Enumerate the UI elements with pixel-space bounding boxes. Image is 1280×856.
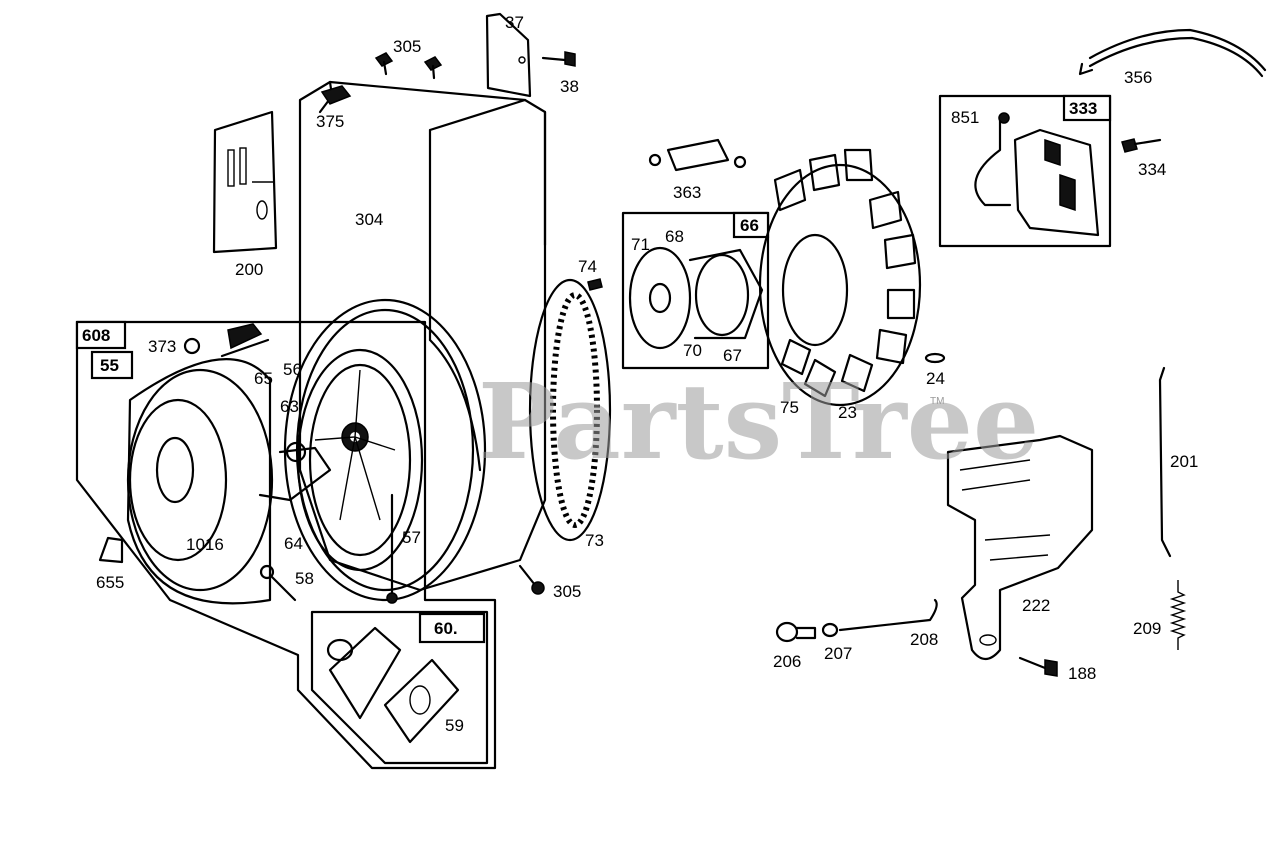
- label-356: 356: [1124, 68, 1152, 87]
- clutch-assembly-66: [621, 211, 770, 370]
- clip-373: [183, 323, 270, 358]
- link-201: [1158, 366, 1172, 558]
- key-24: [924, 352, 946, 364]
- label-73: 73: [585, 531, 604, 550]
- label-200: 200: [235, 260, 263, 279]
- label-375: 375: [316, 112, 344, 131]
- label-67: 67: [723, 346, 742, 365]
- label-304: 304: [355, 210, 383, 229]
- label-334: 334: [1138, 160, 1166, 179]
- starter-assembly-608: [75, 320, 497, 770]
- label-851: 851: [951, 108, 979, 127]
- label-363: 363: [673, 183, 701, 202]
- label-209: 209: [1133, 619, 1161, 638]
- starter-rope: [258, 441, 398, 604]
- label-68: 68: [665, 227, 684, 246]
- label-655: 655: [96, 573, 124, 592]
- label-206: 206: [773, 652, 801, 671]
- part-363: [648, 138, 747, 172]
- linkage-206-207-208: [775, 598, 938, 643]
- screw-334: [1121, 138, 1162, 153]
- label-1016: 1016: [186, 535, 224, 554]
- label-24: 24: [926, 369, 945, 388]
- clip-375: [320, 85, 352, 105]
- screen-part-37: [485, 12, 532, 98]
- label-75: 75: [780, 398, 799, 417]
- label-207: 207: [824, 644, 852, 663]
- label-201: 201: [1170, 452, 1198, 471]
- label-38: 38: [560, 77, 579, 96]
- box-label-55: 55: [100, 356, 119, 375]
- screw-38: [541, 51, 576, 67]
- guard-200: [212, 110, 278, 254]
- screw-58: [259, 564, 297, 602]
- governor-bracket-222: [946, 434, 1094, 661]
- label-57: 57: [402, 528, 421, 547]
- starter-cup-1016: [126, 358, 274, 605]
- label-208: 208: [910, 630, 938, 649]
- label-65: 65: [254, 369, 273, 388]
- label-305b: 305: [553, 582, 581, 601]
- box-label-608: 608: [82, 326, 110, 345]
- tab-655: [98, 536, 124, 564]
- label-23: 23: [838, 403, 857, 422]
- watermark-tm: TM: [930, 396, 944, 407]
- flywheel-23: [758, 148, 922, 407]
- screw-305-bottom: [518, 564, 545, 595]
- label-188: 188: [1068, 664, 1096, 683]
- box-label-333: 333: [1069, 99, 1097, 118]
- blower-housing: [298, 80, 547, 592]
- label-64: 64: [284, 534, 303, 553]
- spring-209: [1169, 580, 1187, 650]
- screw-74: [587, 278, 603, 291]
- label-70: 70: [683, 341, 702, 360]
- screw-188: [1018, 656, 1058, 677]
- label-63: 63: [280, 397, 299, 416]
- label-71: 71: [631, 235, 650, 254]
- box-label-66: 66: [740, 216, 759, 235]
- label-58: 58: [295, 569, 314, 588]
- ignition-armature-333: [938, 94, 1112, 248]
- box-label-60: 60.: [434, 619, 458, 638]
- watermark: PartsTree: [478, 360, 1039, 483]
- wire-356: [1078, 28, 1267, 78]
- pawl-kit-60: [310, 610, 489, 765]
- flywheel-ring: [283, 298, 487, 602]
- label-74: 74: [578, 257, 597, 276]
- label-56: 56: [283, 360, 302, 379]
- label-222: 222: [1022, 596, 1050, 615]
- label-373: 373: [148, 337, 176, 356]
- label-37: 37: [505, 13, 524, 32]
- label-59: 59: [445, 716, 464, 735]
- fan-screen-73: [528, 278, 612, 542]
- screw-305-top: [374, 52, 443, 80]
- label-305a: 305: [393, 37, 421, 56]
